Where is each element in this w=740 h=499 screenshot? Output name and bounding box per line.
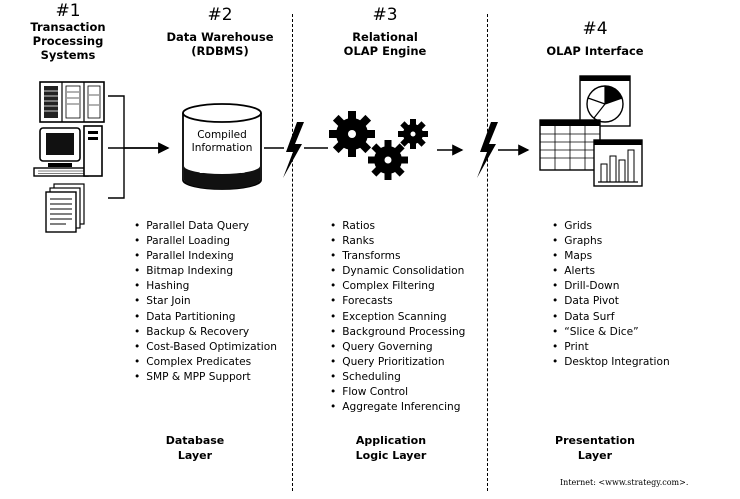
list-item: Data Surf [552,310,670,325]
list-item: Aggregate Inferencing [330,400,465,415]
list-item: Exception Scanning [330,310,465,325]
list-item: Flow Control [330,385,465,400]
footer-line-2: Logic Layer [355,449,427,462]
layer-2-title-line-1: Data Warehouse [166,30,274,44]
layer-3-header: #3 Relational OLAP Engine [310,6,460,58]
layer-3-title-line-1: Relational [352,30,418,44]
data-warehouse-cylinder [182,103,262,190]
list-item: Maps [552,249,670,264]
footer-line-1: Presentation [555,434,635,447]
layer-2-title-line-2: (RDBMS) [191,44,249,58]
cylinder-text-line-1: Compiled [197,129,247,141]
list-item: Drill-Down [552,279,670,294]
list-item: Ratios [330,219,465,234]
list-item: Parallel Data Query [134,219,277,234]
cylinder-base-label: Base Data [198,166,246,176]
list-item: Complex Filtering [330,279,465,294]
list-item: Hashing [134,279,277,294]
list-item: Background Processing [330,325,465,340]
olap-interface-illustration [539,75,643,187]
engine-connectors [264,144,530,156]
presentation-layer-footer: Presentation Layer [535,433,655,463]
source-arrows [108,95,170,199]
server-cabinet-icon [39,81,105,123]
list-item: Star Join [134,294,277,309]
footer-line-2: Layer [177,449,213,462]
list-item: Transforms [330,249,465,264]
layer-2-number: #2 [207,5,233,25]
layer-3-title-line-2: OLAP Engine [343,44,427,58]
layer-3-number: #3 [372,5,398,25]
list-item: Query Governing [330,340,465,355]
desktop-computer-icon [33,125,103,177]
list-item: Desktop Integration [552,355,669,370]
list-item: Ranks [330,234,465,249]
list-item: Print [552,340,670,355]
list-item: Complex Predicates [134,355,277,370]
layer-2-header: #2 Data Warehouse (RDBMS) [150,6,290,58]
divider-right [487,14,488,491]
layer-4-header: #4 OLAP Interface [530,20,660,58]
list-item: Scheduling [330,370,465,385]
layer-1-header: #1 Transaction Processing Systems [14,2,122,62]
list-item: SMP & MPP Support [134,370,277,385]
cylinder-label: Compiled Information [183,129,261,155]
cylinder-text-line-2: Information [191,142,253,154]
source-credit: Internet: <www.strategy.com>. [560,478,689,487]
layer-1-title-line-1: Transaction [30,20,106,34]
divider-left [292,14,293,491]
layer-4-number: #4 [582,19,608,39]
list-item: “Slice & Dice” [552,325,670,340]
list-item: Alerts [552,264,670,279]
footer-line-1: Application [355,434,427,447]
list-item: Query Prioritization [330,355,465,370]
layer-1-number: #1 [55,1,81,21]
list-item: Grids [552,219,670,234]
application-layer-footer: Application Logic Layer [326,433,456,463]
list-item: Data Partitioning [134,310,277,325]
lightning-bolt-right-icon [477,122,498,178]
footer-line-1: Database [165,434,225,447]
database-layer-footer: Database Layer [140,433,250,463]
list-item: Backup & Recovery [134,325,277,340]
list-item: Forecasts [330,294,465,309]
footer-line-2: Layer [577,449,613,462]
layer-1-title-line-3: Systems [40,48,96,62]
list-item: Parallel Indexing [134,249,277,264]
list-item: Data Pivot [552,294,670,309]
layer-1-title-line-2: Processing [32,34,104,48]
list-item: Parallel Loading [134,234,277,249]
application-layer-features: Ratios Ranks Transforms Dynamic Consolid… [330,219,465,415]
list-item: Graphs [552,234,670,249]
list-item: Dynamic Consolidation [330,264,465,279]
list-item: Bitmap Indexing [134,264,277,279]
lightning-bolt-left-icon [283,122,304,178]
list-item: Cost-Based Optimization [134,340,277,355]
documents-stack-icon [45,183,85,233]
gears-icon [329,111,428,180]
presentation-layer-features: Grids Graphs Maps Alerts Drill-Down Data… [552,219,670,370]
layer-4-title-line-1: OLAP Interface [546,44,644,58]
database-layer-features: Parallel Data Query Parallel Loading Par… [134,219,277,385]
